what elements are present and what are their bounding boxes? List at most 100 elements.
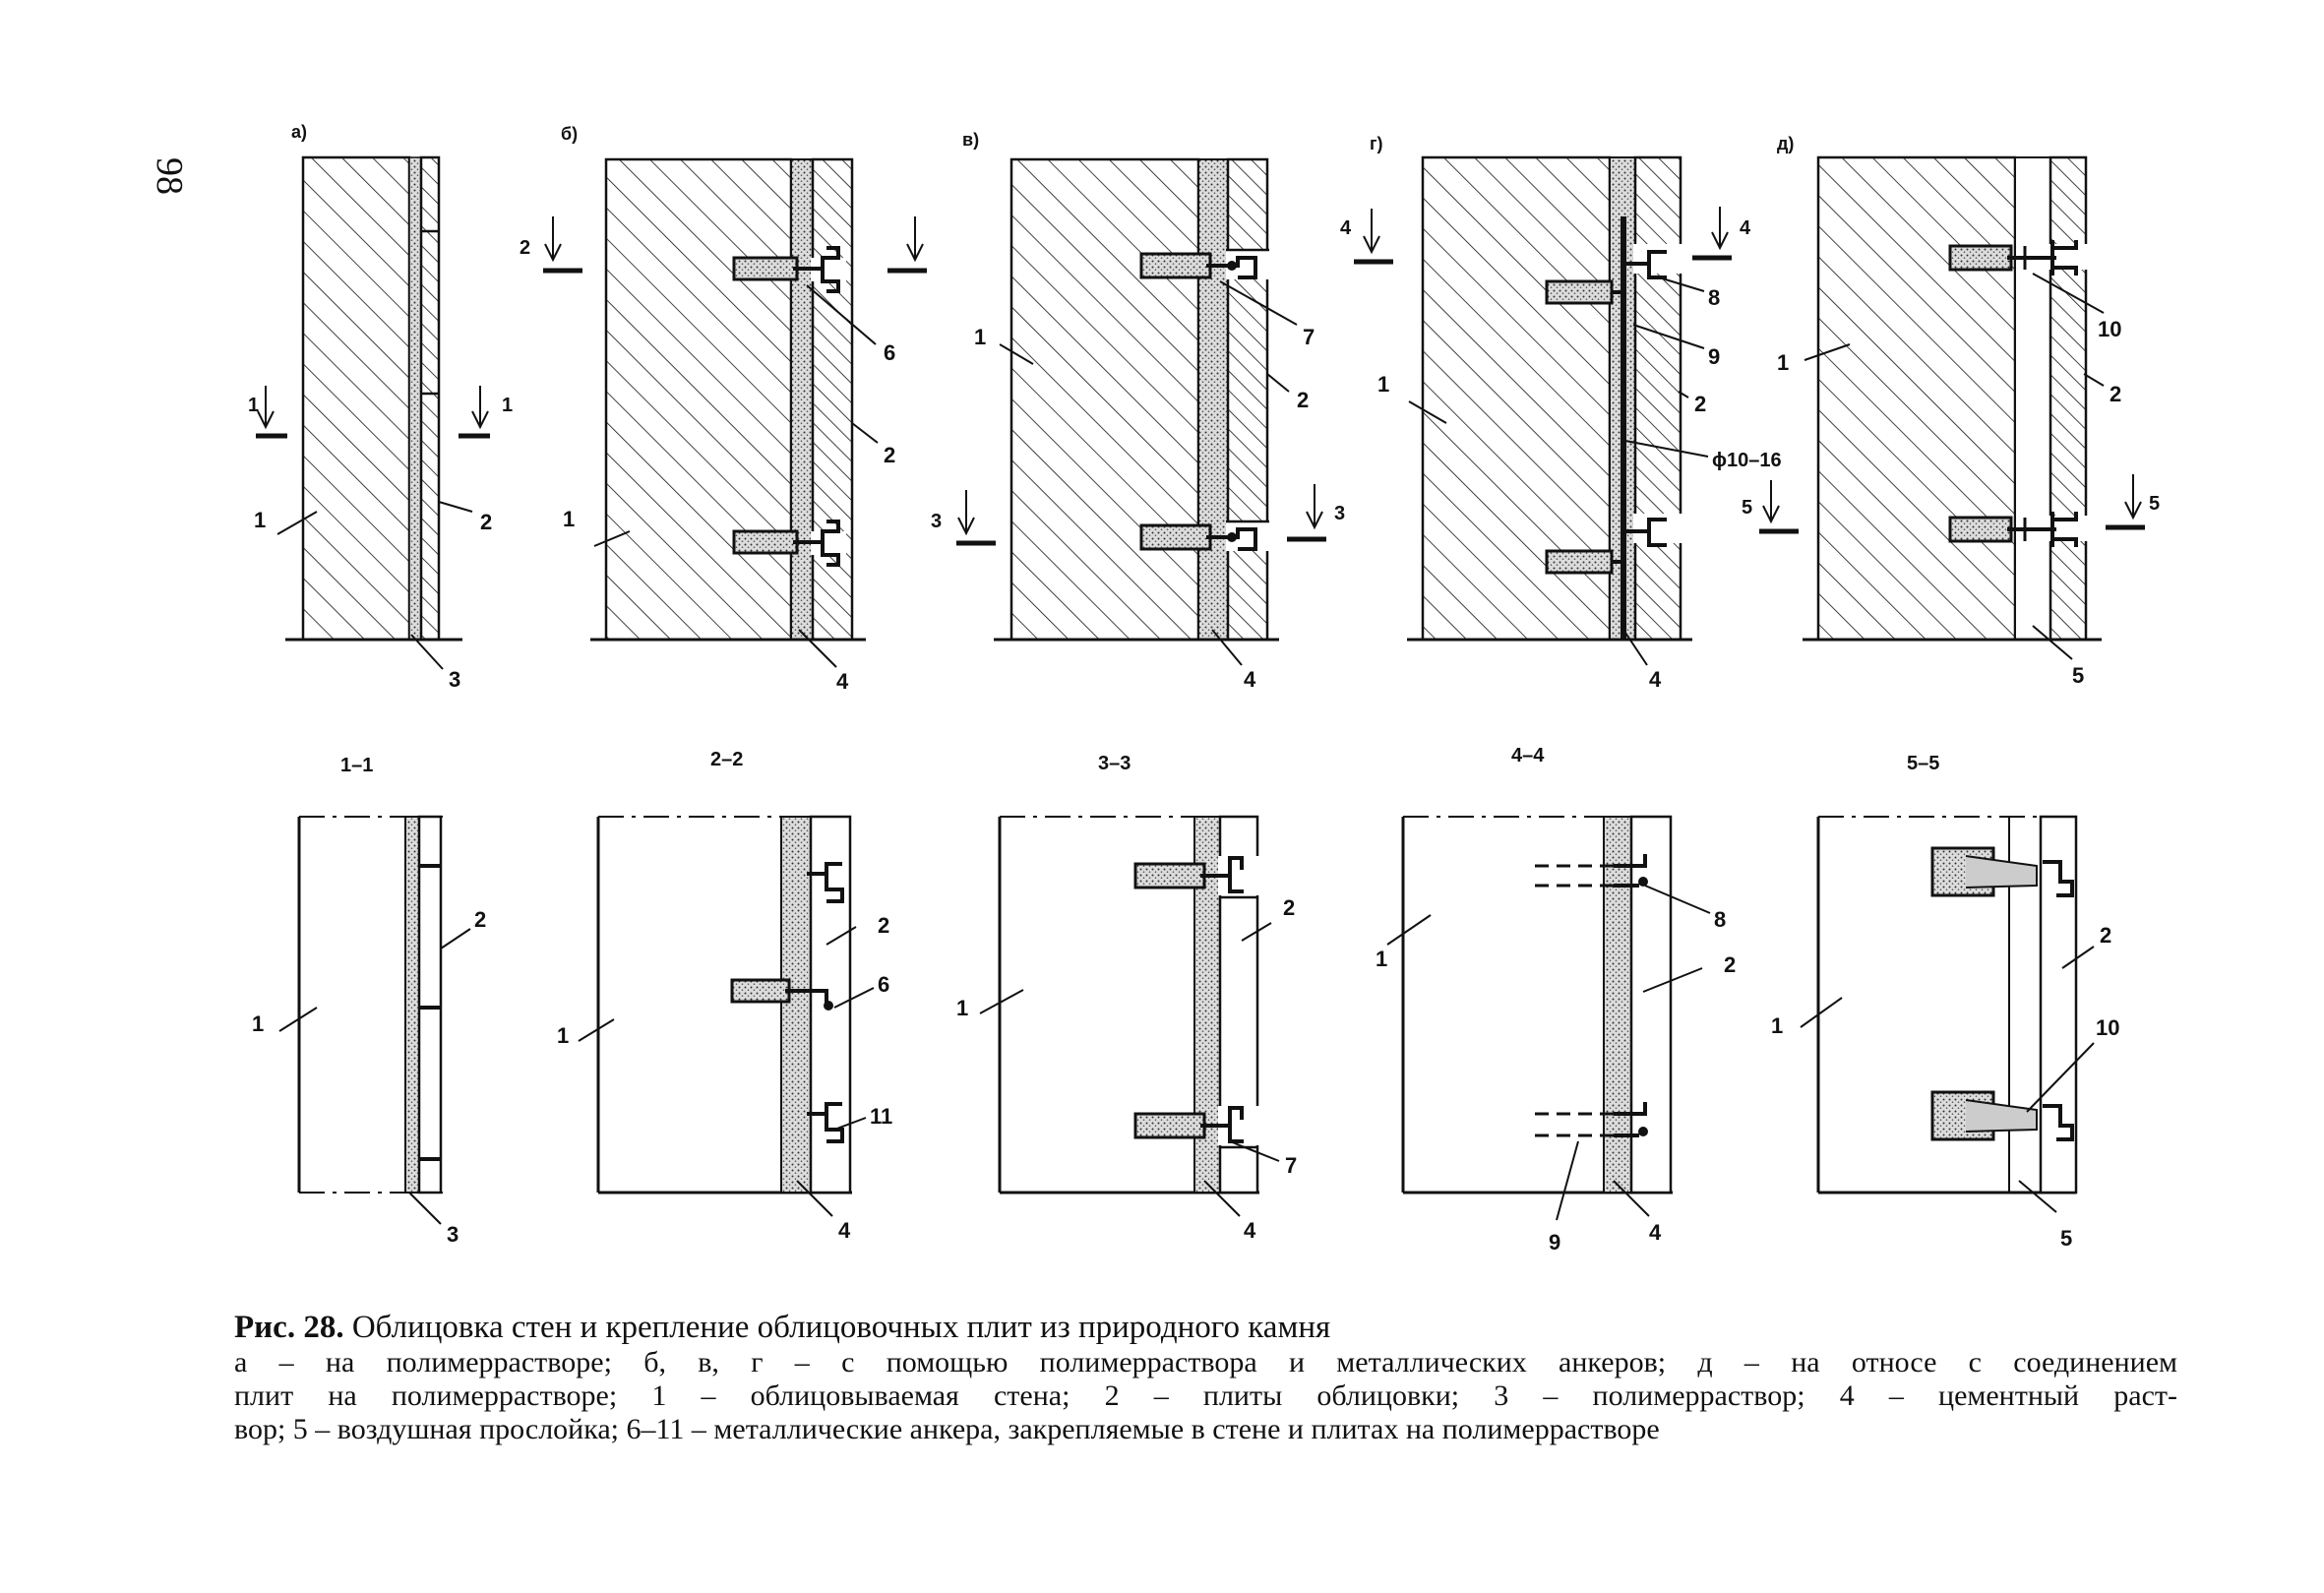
air-gap	[2014, 156, 2051, 641]
section-5-5-title: 5–5	[1907, 753, 1939, 774]
section-1-1-title: 1–1	[340, 755, 373, 776]
svg-text:1: 1	[248, 395, 259, 416]
section-2-2: 2–2 1 2 4 6 11	[557, 749, 892, 1243]
variant-g-letter: г)	[1370, 134, 1383, 153]
polymer-layer	[404, 816, 420, 1194]
anchor-7-top	[1133, 856, 1244, 893]
callout-2: 2	[2100, 923, 2111, 948]
callout-1: 1	[252, 1011, 264, 1036]
section-5-5: 5–5 1 2 5 10	[1771, 753, 2119, 1251]
section-mark-1-left: 1	[248, 386, 287, 439]
anchor-7-bottom	[1139, 523, 1257, 551]
svg-text:2: 2	[520, 237, 530, 259]
callout-7: 7	[1303, 325, 1315, 349]
callout-6: 6	[884, 340, 895, 365]
cement-layer	[780, 816, 812, 1194]
page-number: 98	[149, 157, 190, 195]
anchor-10-top	[1930, 846, 2074, 897]
variant-v: в) 3 3 1	[931, 130, 1345, 692]
svg-text:3: 3	[931, 511, 942, 532]
wall	[1816, 155, 2017, 642]
callout-2: 2	[1297, 388, 1309, 412]
callout-2: 2	[878, 913, 889, 938]
variant-d-letter: д)	[1777, 134, 1794, 153]
section-3-3: 3–3 1 2 4 7	[956, 753, 1297, 1243]
cladding-slab	[1629, 815, 1673, 1195]
anchor-7-bottom	[1133, 1106, 1244, 1143]
callout-2: 2	[1283, 895, 1295, 920]
svg-text:5: 5	[2149, 493, 2160, 515]
anchor-7-top	[1139, 252, 1257, 279]
callout-2: 2	[474, 907, 486, 932]
callout-6: 6	[878, 972, 889, 997]
callout-5: 5	[2060, 1226, 2072, 1251]
anchor-8-top	[1535, 854, 1648, 888]
callout-1: 1	[557, 1023, 569, 1048]
variant-a: а) 1 1 1 2 3	[248, 122, 513, 692]
variant-b: б) 2 1 2 4	[520, 124, 927, 694]
callout-3: 3	[449, 667, 460, 692]
cement-layer	[1603, 816, 1632, 1194]
callout-1: 1	[1771, 1013, 1783, 1038]
section-mark-3-left: 3	[931, 490, 996, 546]
caption-line-3: вор; 5 – воздушная прослойка; 6–11 – мет…	[234, 1413, 1660, 1445]
callout-4: 4	[838, 1218, 851, 1243]
section-mark-4-left: 4	[1340, 209, 1393, 265]
callout-10: 10	[2096, 1015, 2119, 1040]
callout-4: 4	[836, 669, 849, 694]
section-mark-3-right: 3	[1287, 484, 1345, 542]
wall	[301, 155, 411, 642]
anchor-8-bottom	[1545, 518, 1667, 575]
section-mark-1-right: 1	[459, 386, 513, 439]
section-3-3-title: 3–3	[1098, 753, 1131, 774]
callout-5: 5	[2072, 663, 2084, 688]
callout-8: 8	[1714, 907, 1726, 932]
section-mark-2-right	[887, 216, 927, 274]
anchor-11-bottom	[807, 1102, 844, 1143]
callout-11: 11	[870, 1104, 892, 1129]
polymer-layer	[408, 156, 422, 641]
anchor-10-bottom	[1930, 1090, 2074, 1141]
callout-1: 1	[974, 325, 986, 349]
callout-9: 9	[1549, 1230, 1560, 1255]
caption-line-1: а – на полимеррастворе; б, в, г – с помо…	[234, 1346, 2177, 1379]
callout-1: 1	[956, 996, 968, 1020]
svg-text:1: 1	[502, 395, 513, 416]
anchor-6-top	[732, 246, 840, 293]
cladding-slab	[1226, 157, 1269, 642]
anchor-8-bottom	[1535, 1102, 1648, 1137]
variant-a-letter: а)	[291, 122, 307, 142]
cladding-slab	[419, 155, 441, 642]
cladding-slab	[2049, 155, 2088, 642]
callout-2: 2	[1694, 392, 1706, 416]
cladding-slab	[811, 157, 854, 642]
variant-d: д) 5 5 1	[1742, 134, 2160, 688]
callout-8: 8	[1708, 285, 1720, 310]
caption-line-2: плит на полимеррастворе; 1 – облицовывае…	[234, 1379, 2177, 1412]
callout-7: 7	[1285, 1153, 1297, 1178]
caption-figure-title: Облицовка стен и крепление облицовочных …	[343, 1310, 1331, 1345]
cladding-slab	[417, 815, 443, 1195]
section-mark-2-left: 2	[520, 216, 582, 274]
cement-layer	[790, 158, 814, 641]
callout-1: 1	[563, 507, 575, 531]
caption-title: Рис. 28. Облицовка стен и крепление обли…	[234, 1309, 2177, 1346]
figure-caption: Рис. 28. Облицовка стен и крепление обли…	[234, 1309, 2177, 1446]
svg-text:4: 4	[1740, 217, 1751, 239]
svg-text:4: 4	[1340, 217, 1352, 239]
anchor-11-top	[807, 862, 844, 903]
callout-9: 9	[1708, 344, 1720, 369]
wall	[604, 157, 793, 642]
callout-1: 1	[254, 508, 266, 532]
cement-layer	[1197, 158, 1229, 641]
variant-g: г) 4 4 1 2	[1340, 134, 1782, 692]
callout-2: 2	[1724, 952, 1736, 977]
callout-4: 4	[1244, 667, 1256, 692]
callout-4: 4	[1649, 667, 1662, 692]
anchor-6	[730, 978, 833, 1011]
section-mark-5-left: 5	[1742, 480, 1799, 534]
section-mark-4-right: 4	[1692, 207, 1751, 261]
section-mark-5-right: 5	[2106, 474, 2160, 530]
wall	[1009, 157, 1200, 642]
